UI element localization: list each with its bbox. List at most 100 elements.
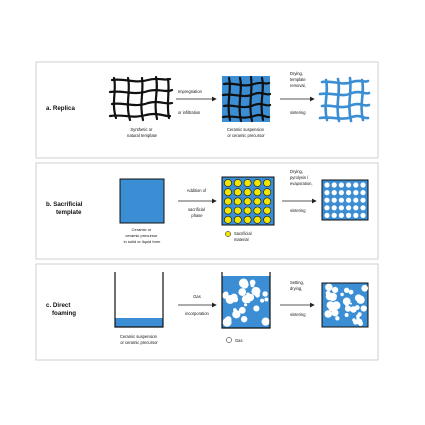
pore [324,212,330,218]
gas-bubbles [222,278,270,327]
pore [345,303,349,307]
pore [356,318,363,325]
pore [353,182,359,188]
step2-top-replica: Drying, template removal, [290,71,307,88]
sacrificial-particle [233,206,242,215]
pore [331,197,337,203]
sacrificial-particle [263,179,272,187]
beaker-foamed [221,272,271,329]
sacrificial-particle [243,206,252,215]
pore [332,301,341,310]
gas-bubble [240,280,249,289]
pore [346,182,352,188]
step1-top-direct: Gas [193,294,201,299]
pore [346,205,352,211]
pore [347,298,350,301]
pore [361,284,369,292]
sacrificial-particle [263,215,272,224]
pore [344,313,349,317]
panel-sacrificial-title: b. Sacrificial template [46,201,84,216]
sacrificial-particle [253,206,262,215]
pore [360,212,366,218]
pore [343,287,350,293]
step2-top-direct: Setting, drying, [290,280,305,291]
sacrificial-particle [253,188,262,197]
panel-sacrificial [35,162,379,260]
gas-bubble [238,306,246,314]
pore [360,197,366,203]
pore [338,182,344,188]
sacrificial-particle [243,215,252,224]
sacrificial-particle [253,197,262,206]
gas-bubble [241,297,247,302]
pore [360,190,366,196]
sacrificial-particle [233,197,242,206]
pore [325,290,331,296]
infiltrated-scaffold [221,75,272,123]
pore [331,190,337,196]
pore [324,310,333,318]
pore [331,309,339,317]
sacrificial-particles [224,179,272,224]
pore [346,197,352,203]
gas-bubble [222,292,229,299]
sacrificial-particle [233,188,242,197]
sacrificial-particle [224,188,232,197]
sacrificial-particle [243,179,252,187]
pore [360,305,367,312]
pore [332,286,339,294]
gas-bubble [238,288,247,296]
panel-replica [35,61,379,159]
pore [346,212,352,218]
beaker-initial [114,272,164,328]
pore [353,212,359,218]
step1-bottom-direct: incorporation [185,311,209,316]
sacrificial-particle [253,179,262,187]
pore [340,292,344,297]
gas-legend-label: Gas [235,338,243,343]
suspension-liquid [115,318,163,327]
step1-label-sacrificial: Addition of sacrificial phase [187,188,208,218]
step2-bottom-replica: sintering [290,110,306,115]
pore [324,182,330,188]
sacrificial-particle [263,188,272,197]
template-label-replica: Synthetic or natural template [127,127,158,138]
pore [324,197,330,203]
step2-bottom-direct: sintering [290,312,306,317]
intermediate-label-replica: Ceramic suspension or ceramic precursor [227,127,266,138]
template-label-direct: Ceramic suspension or ceramic precursor [120,334,159,345]
sacrificial-final-pores [324,182,366,218]
pore [344,297,348,301]
pore [331,182,337,188]
pore [335,316,340,321]
gas-bubble [230,293,238,301]
gas-bubble [260,298,265,303]
gas-bubble [250,283,255,288]
panel-direct-foaming [35,263,379,361]
sacrificial-legend-dot [225,231,231,237]
sacrificial-particle [224,197,232,206]
sacrificial-particle [243,188,252,197]
pore [333,293,337,298]
pore [352,318,356,322]
pore [360,182,366,188]
pore [344,305,352,312]
template-label-sacrificial: Ceramic or ceramic precursor in solid or… [124,227,161,244]
gas-bubble [226,319,231,324]
gas-bubble [262,291,268,297]
pore [346,190,352,196]
synthetic-template [108,75,174,122]
sacrificial-final-porous-block [321,179,369,221]
sacrificial-particle [224,215,232,224]
ceramic-precursor-block [119,178,165,224]
step2-bottom-sacrificial: sintering [290,208,306,213]
gas-bubble [253,305,260,312]
pore [349,302,352,305]
sacrificial-particle [224,179,232,187]
gas-bubble [264,297,269,302]
pore [338,197,344,203]
pore [357,312,362,317]
pore [325,283,333,291]
pore [324,205,330,211]
